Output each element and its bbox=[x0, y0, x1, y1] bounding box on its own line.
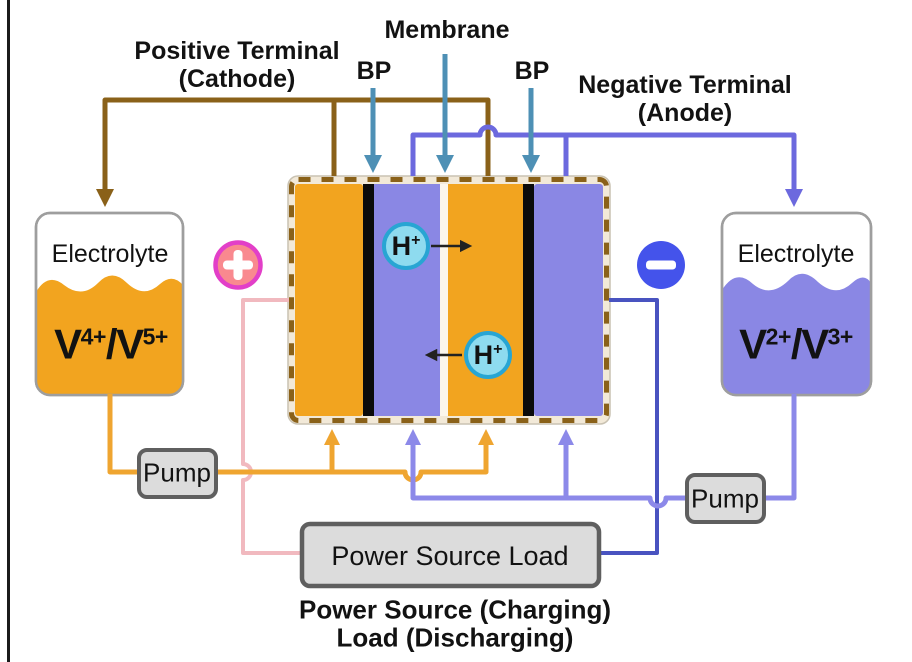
minus-icon bbox=[637, 241, 685, 289]
negative-terminal-wire bbox=[410, 124, 803, 207]
right-tank-label: Electrolyte bbox=[737, 240, 855, 268]
bipolar-plate-2 bbox=[523, 184, 534, 416]
proton-upper-label: H+ bbox=[392, 231, 421, 261]
power-source-label: Power Source Load bbox=[331, 540, 569, 571]
positive-electrode-1 bbox=[295, 184, 363, 416]
left-couple-ox1: 4+ bbox=[80, 323, 107, 350]
pump-left-box bbox=[137, 448, 218, 499]
left-couple-el1: V bbox=[54, 320, 82, 368]
pump-right-box bbox=[685, 473, 766, 524]
negative-electrode-1 bbox=[374, 184, 440, 416]
caption-charging: Power Source (Charging) bbox=[298, 594, 612, 625]
bipolar-plate-1 bbox=[363, 184, 374, 416]
left-tank-liquid bbox=[36, 275, 183, 395]
bp-right-label: BP bbox=[514, 57, 550, 85]
positive-terminal-label: Positive Terminal bbox=[134, 37, 340, 65]
right-tank bbox=[720, 211, 873, 397]
positive-terminal-wire bbox=[96, 97, 491, 207]
left-frame-line bbox=[7, 0, 10, 662]
cell-stack bbox=[287, 175, 611, 425]
left-couple-ox2: 5+ bbox=[142, 323, 169, 350]
right-couple-el2: V bbox=[801, 320, 829, 368]
left-couple-sep: / bbox=[105, 320, 118, 368]
negative-terminal-label: Negative Terminal bbox=[578, 71, 792, 99]
right-couple-ox2: 3+ bbox=[827, 323, 854, 350]
stack-dashed-border bbox=[289, 177, 609, 423]
right-couple-el1: V bbox=[739, 320, 767, 368]
membrane-strip bbox=[440, 184, 448, 416]
right-couple-ox1: 2+ bbox=[765, 323, 792, 350]
proton-lower-symbol: H bbox=[473, 339, 494, 370]
plus-icon bbox=[213, 240, 263, 290]
proton-upper-symbol: H bbox=[391, 230, 412, 261]
left-tank bbox=[34, 211, 185, 397]
negative-electrode-2 bbox=[534, 184, 603, 416]
left-tank-couple: V4+/V5+ bbox=[54, 320, 168, 367]
proton-lower-label: H+ bbox=[474, 340, 503, 370]
positive-electrode-2 bbox=[448, 184, 523, 416]
proton-circle-upper bbox=[382, 222, 430, 270]
right-tank-couple: V2+/V3+ bbox=[739, 320, 853, 367]
membrane-label: Membrane bbox=[384, 16, 510, 44]
proton-circle-lower bbox=[464, 331, 512, 379]
proton-upper-charge: + bbox=[411, 231, 421, 249]
anolyte-loop-wire bbox=[404, 394, 797, 509]
right-couple-sep: / bbox=[790, 320, 803, 368]
bp-left-label: BP bbox=[356, 57, 392, 85]
right-tank-liquid bbox=[722, 273, 871, 395]
anode-label: (Anode) bbox=[637, 99, 733, 127]
negative-power-wire bbox=[600, 298, 659, 555]
pump-left-label: Pump bbox=[143, 457, 211, 488]
left-couple-el2: V bbox=[116, 320, 144, 368]
proton-lower-charge: + bbox=[493, 340, 503, 358]
power-source-box bbox=[299, 521, 602, 589]
cathode-label: (Cathode) bbox=[178, 65, 296, 93]
left-tank-label: Electrolyte bbox=[51, 240, 169, 268]
caption-discharging: Load (Discharging) bbox=[336, 622, 574, 653]
pump-right-label: Pump bbox=[691, 483, 759, 514]
